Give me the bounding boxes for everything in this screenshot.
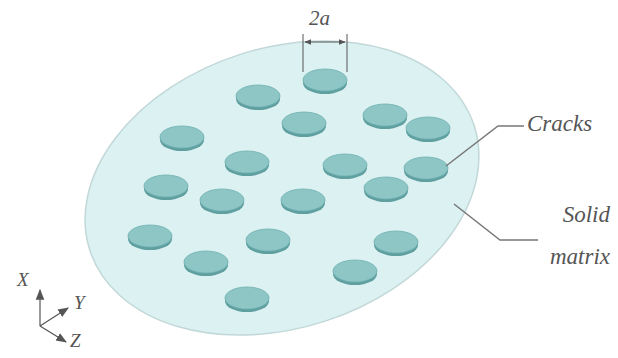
- crack-face: [364, 177, 408, 199]
- callout-label: Cracks: [527, 110, 592, 138]
- crack-disc: [374, 231, 418, 256]
- crack-face: [225, 151, 269, 173]
- dimension-line: [303, 34, 304, 72]
- crack-face: [225, 287, 269, 309]
- crack-disc: [406, 117, 450, 142]
- crack-face: [406, 117, 450, 139]
- leader-line: [446, 126, 524, 166]
- crack-face: [303, 69, 347, 91]
- crack-disc: [323, 154, 367, 179]
- crack-disc: [200, 189, 244, 214]
- axis-label: Y: [74, 292, 85, 315]
- axis-label: Z: [70, 330, 81, 353]
- crack-disc: [282, 112, 326, 137]
- crack-face: [200, 189, 244, 211]
- dimension-arrow: [305, 42, 345, 43]
- crack-face: [184, 251, 228, 273]
- axis-arrow: [40, 308, 68, 326]
- crack-disc: [333, 260, 377, 285]
- crack-disc: [144, 175, 188, 200]
- crack-face: [236, 85, 280, 107]
- crack-disc: [225, 287, 269, 312]
- crack-disc: [363, 104, 407, 129]
- crack-group: [128, 69, 450, 312]
- leader-line: [454, 204, 538, 240]
- crack-disc: [364, 177, 408, 202]
- crack-face: [282, 112, 326, 134]
- crack-face: [246, 229, 290, 251]
- dimension-label: 2a: [309, 6, 330, 31]
- crack-face: [333, 260, 377, 282]
- crack-disc: [404, 157, 448, 182]
- crack-disc: [281, 189, 325, 214]
- crack-face: [128, 225, 172, 247]
- crack-face: [160, 126, 204, 148]
- crack-disc: [236, 85, 280, 110]
- crack-disc: [184, 251, 228, 276]
- crack-face: [144, 175, 188, 197]
- crack-disc: [160, 126, 204, 151]
- axis-label: X: [17, 269, 29, 292]
- crack-face: [374, 231, 418, 253]
- crack-face: [323, 154, 367, 176]
- crack-face: [281, 189, 325, 211]
- axis-arrow: [40, 326, 66, 342]
- callout-label: Solid matrix: [528, 194, 610, 278]
- crack-disc: [246, 229, 290, 254]
- crack-face: [363, 104, 407, 126]
- dimension-line: [347, 34, 348, 72]
- axis-arrow: [39, 290, 40, 326]
- crack-face: [404, 157, 448, 179]
- crack-disc: [128, 225, 172, 250]
- solid-matrix: [47, 0, 518, 358]
- crack-disc: [225, 151, 269, 176]
- crack-disc: [303, 69, 347, 94]
